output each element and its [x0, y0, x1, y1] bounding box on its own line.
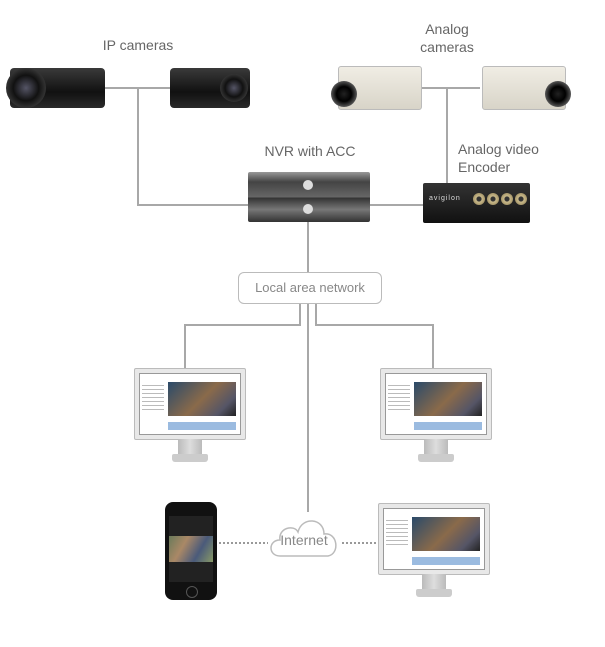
video-pane — [414, 382, 482, 416]
camera-lens-icon — [331, 81, 357, 107]
tree-pane — [388, 382, 410, 412]
bnc-connector-icon — [501, 193, 513, 205]
label-line: Analog video — [458, 141, 539, 157]
camera-lens-icon — [545, 81, 571, 107]
monitor-stand — [422, 574, 446, 590]
mobile-phone — [165, 502, 217, 600]
server-logo-icon — [303, 204, 313, 214]
remote-monitor — [378, 503, 490, 601]
analog-video-encoder: avigilon — [423, 183, 530, 223]
encoder-label: Analog video Encoder — [458, 140, 568, 176]
bnc-connector-icon — [515, 193, 527, 205]
ip-to-nvr-link — [137, 88, 248, 206]
nvr-label: NVR with ACC — [264, 143, 356, 159]
client-monitor-left — [134, 368, 246, 466]
lan-left-monitor-link — [184, 302, 301, 368]
internet-cloud: Internet — [266, 510, 342, 560]
phone-video — [169, 536, 213, 562]
camera-lens-icon — [220, 74, 248, 102]
internet-label: Internet — [280, 532, 328, 548]
monitor-screen — [378, 503, 490, 575]
timeline — [168, 422, 236, 430]
tree-pane — [142, 382, 164, 412]
monitor-base — [418, 454, 454, 462]
label-line: Encoder — [458, 159, 511, 175]
acc-client-window — [383, 508, 485, 570]
timeline — [414, 422, 482, 430]
tree-pane — [386, 517, 408, 547]
label-line: cameras — [420, 39, 474, 55]
server-logo-icon — [303, 180, 313, 190]
phone-screen — [169, 516, 213, 582]
monitor-screen — [380, 368, 492, 440]
monitor-stand — [178, 439, 202, 455]
bnc-connector-icon — [487, 193, 499, 205]
camera-lens-icon — [6, 68, 46, 108]
analog-camera — [331, 66, 422, 110]
nvr-server — [248, 172, 370, 222]
home-button-icon — [186, 586, 198, 598]
video-pane — [412, 517, 480, 551]
lan-right-monitor-link — [315, 302, 434, 368]
monitor-screen — [134, 368, 246, 440]
local-area-network-box: Local area network — [238, 272, 382, 304]
cloud-icon — [270, 520, 337, 557]
bnc-connector-icon — [473, 193, 485, 205]
label-line: Analog — [425, 21, 469, 37]
ip-camera-box — [6, 68, 105, 108]
analog-cameras-label: Analog cameras — [397, 20, 497, 56]
encoder-brand-logo: avigilon — [429, 195, 461, 202]
client-monitor-right — [380, 368, 492, 466]
timeline — [412, 557, 480, 565]
monitor-stand — [424, 439, 448, 455]
ip-camera-box — [170, 68, 250, 108]
monitor-base — [416, 589, 452, 597]
acc-client-window — [139, 373, 241, 435]
ip-cameras-label: IP cameras — [102, 37, 174, 53]
monitor-base — [172, 454, 208, 462]
analog-camera — [482, 66, 571, 110]
video-pane — [168, 382, 236, 416]
acc-client-window — [385, 373, 487, 435]
